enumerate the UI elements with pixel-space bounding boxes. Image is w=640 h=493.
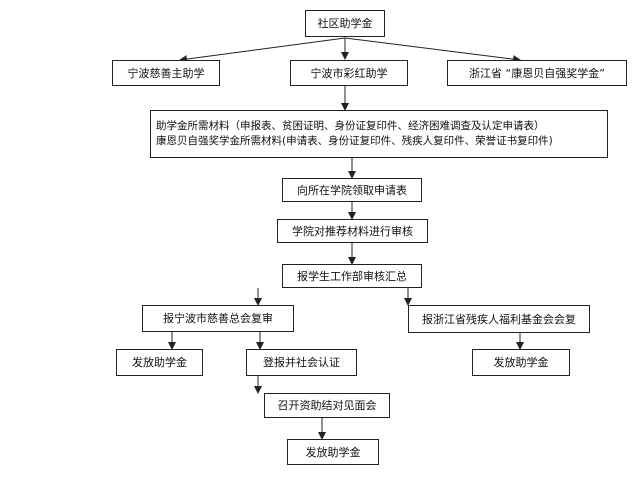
node-issue-grant-2: 发放助学金: [287, 439, 379, 465]
materials-line-grant: 助学金所需材料（申报表、贫困证明、身份证复印件、经济困难调查及认定申请表）: [156, 120, 545, 132]
edge-top-l1: [179, 37, 346, 64]
node-ningbo-rainbow: 宁波市彩红助学: [290, 60, 408, 86]
node-ningbo-charity: 宁波慈善主助学: [112, 60, 220, 86]
node-issue-grant-3: 发放助学金: [472, 349, 570, 376]
node-community-grant: 社区助学金: [305, 10, 385, 37]
node-zhejiang-kangenbei: 浙江省 “康恩贝自强奖学金”: [447, 60, 627, 86]
materials-line-kangenbei: 康恩贝自强奖学金所需材料(申请表、身份证复印件、残疾人复印件、荣誉证书复印件): [156, 135, 553, 147]
node-get-application: 向所在学院领取申请表: [282, 178, 422, 202]
node-required-materials: 助学金所需材料（申报表、贫困证明、身份证复印件、经济困难调查及认定申请表） 康恩…: [150, 110, 608, 158]
node-disabled-foundation-review: 报浙江省残疾人福利基金会会复: [408, 305, 590, 333]
node-college-review: 学院对推荐材料进行审核: [277, 219, 428, 243]
node-publish-and-certify: 登报并社会认证: [246, 349, 357, 376]
node-pairing-meeting: 召开资助结对见面会: [264, 393, 390, 418]
node-student-affairs-summary: 报学生工作部审核汇总: [282, 264, 422, 288]
node-issue-grant-1: 发放助学金: [116, 349, 203, 376]
node-charity-federation-review: 报宁波市慈善总会复审: [142, 305, 294, 332]
edge-top-l3: [344, 37, 521, 64]
